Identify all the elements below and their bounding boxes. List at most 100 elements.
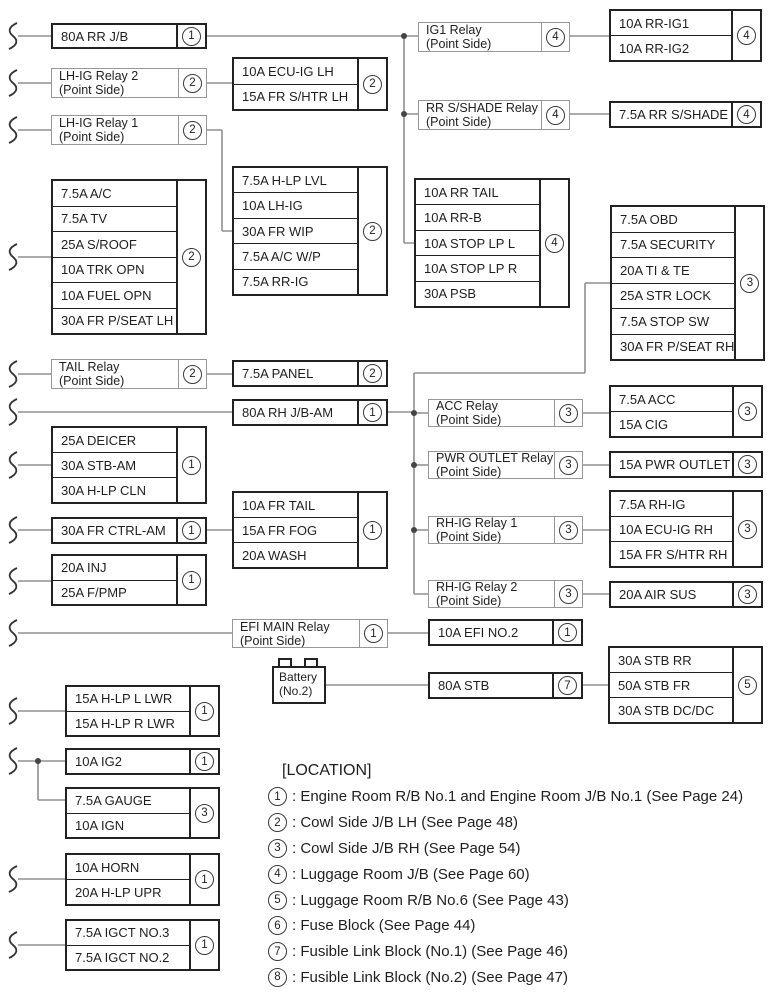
legend-text: : Luggage Room R/B No.6 (See Page 43) bbox=[292, 891, 569, 909]
location-legend: [LOCATION] 1: Engine Room R/B No.1 and E… bbox=[268, 762, 773, 990]
fuse-box-ig2: 10A IG2 1 bbox=[65, 748, 220, 775]
fuse-row: 15A H-LP L LWR bbox=[75, 691, 173, 707]
fuse-box-fr-ctrl-am: 30A FR CTRL-AM 1 bbox=[51, 517, 207, 544]
fuse-row: 15A FR FOG bbox=[234, 517, 357, 542]
wire-break-symbol bbox=[8, 619, 18, 647]
fuse-row: 7.5A TV bbox=[53, 205, 176, 232]
location-ref: 3 bbox=[554, 581, 582, 607]
fuse-row: 30A PSB bbox=[416, 280, 539, 306]
fuse-row: 20A H-LP UPR bbox=[67, 879, 189, 904]
fuse-row: 25A S/ROOF bbox=[53, 231, 176, 257]
fuse-row: 15A FR S/HTR RH bbox=[611, 541, 732, 566]
relay-sub: (Point Side) bbox=[59, 374, 125, 388]
legend-text: : Luggage Room J/B (See Page 60) bbox=[292, 865, 530, 883]
wire-break-symbol bbox=[8, 243, 18, 271]
wire-break-symbol bbox=[8, 865, 18, 893]
legend-text: : Fusible Link Block (No.1) (See Page 46… bbox=[292, 943, 568, 961]
fuse-group-igct: 7.5A IGCT NO.3 7.5A IGCT NO.2 1 bbox=[65, 919, 220, 971]
fuse-box-stb: 80A STB 7 bbox=[428, 672, 583, 699]
fuse-group-fr-tail: 10A FR TAIL 15A FR FOG 20A WASH 1 bbox=[232, 491, 388, 569]
fuse-group-horn: 10A HORN 20A H-LP UPR 1 bbox=[65, 853, 220, 906]
wire-break-symbol bbox=[8, 360, 18, 388]
fuse-group-center: 7.5A H-LP LVL 10A LH-IG 30A FR WIP 7.5A … bbox=[232, 166, 388, 296]
location-number: 1 bbox=[195, 935, 214, 955]
location-number: 1 bbox=[182, 570, 201, 590]
relay-name: IG1 Relay bbox=[426, 23, 482, 37]
location-ref: 2 bbox=[176, 181, 205, 333]
relay-sub: (Point Side) bbox=[436, 465, 502, 478]
location-ref: 4 bbox=[541, 23, 569, 51]
legend-text: : Fuse Block (See Page 44) bbox=[292, 917, 476, 935]
relay-sub: (Point Side) bbox=[426, 37, 492, 51]
fuse-row: 7.5A A/C bbox=[61, 185, 112, 201]
fuse-row: 30A STB-AM bbox=[53, 452, 176, 477]
location-ref: 1 bbox=[189, 921, 218, 969]
location-ref: 3 bbox=[189, 789, 218, 837]
fuse-row: 10A FUEL OPN bbox=[53, 282, 176, 308]
legend-title: [LOCATION] bbox=[282, 762, 372, 779]
fuse-row: 50A STB FR bbox=[610, 672, 732, 697]
fuse-row: 10A IGN bbox=[67, 812, 189, 838]
fuse-row: 7.5A RR-IG bbox=[234, 268, 357, 294]
fuse-box-rr-sshade: 7.5A RR S/SHADE 4 bbox=[609, 101, 762, 128]
location-number: 2 bbox=[363, 364, 382, 383]
fuse-group-rh-ig: 7.5A RH-IG 10A ECU-IG RH 15A FR S/HTR RH… bbox=[609, 490, 763, 568]
fuse-label: 7.5A RR S/SHADE bbox=[619, 107, 729, 122]
location-ref: 7 bbox=[552, 674, 581, 697]
location-ref: 1 bbox=[176, 556, 205, 604]
wire-break-symbol bbox=[8, 516, 18, 544]
location-ref: 1 bbox=[176, 25, 205, 47]
location-number: 3 bbox=[740, 273, 760, 293]
fuse-row: 7.5A IGCT NO.3 bbox=[75, 925, 170, 941]
fuse-label: 80A RR J/B bbox=[61, 28, 129, 44]
fuse-row: 7.5A RH-IG bbox=[619, 496, 686, 512]
location-number: 2 bbox=[363, 221, 382, 241]
location-number: 1 bbox=[195, 752, 214, 771]
location-ref: 3 bbox=[732, 492, 761, 566]
fuse-group-hlp-lwr: 15A H-LP L LWR 15A H-LP R LWR 1 bbox=[65, 685, 220, 737]
battery-sub: (No.2) bbox=[279, 684, 313, 698]
fuse-row: 20A WASH bbox=[234, 542, 357, 567]
fuse-row: 30A STB DC/DC bbox=[610, 697, 732, 722]
fuse-row: 10A FR TAIL bbox=[242, 497, 316, 513]
relay-name: ACC Relay bbox=[436, 400, 498, 413]
location-number: 3 bbox=[559, 584, 578, 604]
location-number: 4 bbox=[546, 27, 565, 47]
location-number: 2 bbox=[363, 74, 382, 94]
location-number: 4 bbox=[737, 26, 756, 45]
location-ref: 3 bbox=[554, 517, 582, 543]
legend-item: 8: Fusible Link Block (No.2) (See Page 4… bbox=[268, 965, 773, 991]
location-ref: 2 bbox=[178, 360, 206, 388]
wire-break-symbol bbox=[8, 116, 18, 144]
wire-break-symbol bbox=[8, 398, 18, 426]
fuse-row: 7.5A SECURITY bbox=[612, 231, 735, 258]
relay-name: RH-IG Relay 2 bbox=[436, 581, 518, 594]
fuse-label: 30A FR CTRL-AM bbox=[61, 523, 166, 538]
legend-text: : Cowl Side J/B LH (See Page 48) bbox=[292, 814, 518, 832]
fuse-row: 25A F/PMP bbox=[53, 579, 176, 605]
location-ref: 1 bbox=[359, 620, 387, 647]
relay-box-lh-ig-1: LH-IG Relay 1 (Point Side) 2 bbox=[51, 115, 207, 145]
location-number: 1 bbox=[363, 520, 382, 540]
fuse-row: 7.5A IGCT NO.2 bbox=[67, 944, 189, 970]
location-ref: 1 bbox=[552, 621, 581, 644]
legend-item: 3: Cowl Side J/B RH (See Page 54) bbox=[268, 836, 773, 862]
legend-item: 1: Engine Room R/B No.1 and Engine Room … bbox=[268, 784, 773, 810]
fuse-row: 30A H-LP CLN bbox=[53, 477, 176, 502]
fuse-row: 10A TRK OPN bbox=[53, 256, 176, 283]
fuse-group-cowl-lh: 7.5A A/C 7.5A TV 25A S/ROOF 10A TRK OPN … bbox=[51, 179, 207, 335]
legend-item: 6: Fuse Block (See Page 44) bbox=[268, 913, 773, 939]
fuse-label: 10A IG2 bbox=[75, 754, 122, 769]
fuse-row: 15A FR S/HTR LH bbox=[234, 83, 357, 110]
wire-break-symbol bbox=[8, 747, 18, 775]
relay-name: TAIL Relay bbox=[59, 360, 120, 374]
location-ref: 4 bbox=[541, 101, 569, 129]
relay-box-ig1: IG1 Relay (Point Side) 4 bbox=[418, 22, 570, 52]
fuse-row: 20A INJ bbox=[61, 560, 107, 576]
location-ref: 3 bbox=[554, 400, 582, 426]
fuse-label: 15A PWR OUTLET bbox=[619, 457, 731, 472]
legend-item: 7: Fusible Link Block (No.1) (See Page 4… bbox=[268, 939, 773, 965]
fuse-label: 10A EFI NO.2 bbox=[438, 625, 519, 640]
location-number: 3 bbox=[738, 519, 757, 539]
location-number: 3 bbox=[738, 455, 757, 474]
